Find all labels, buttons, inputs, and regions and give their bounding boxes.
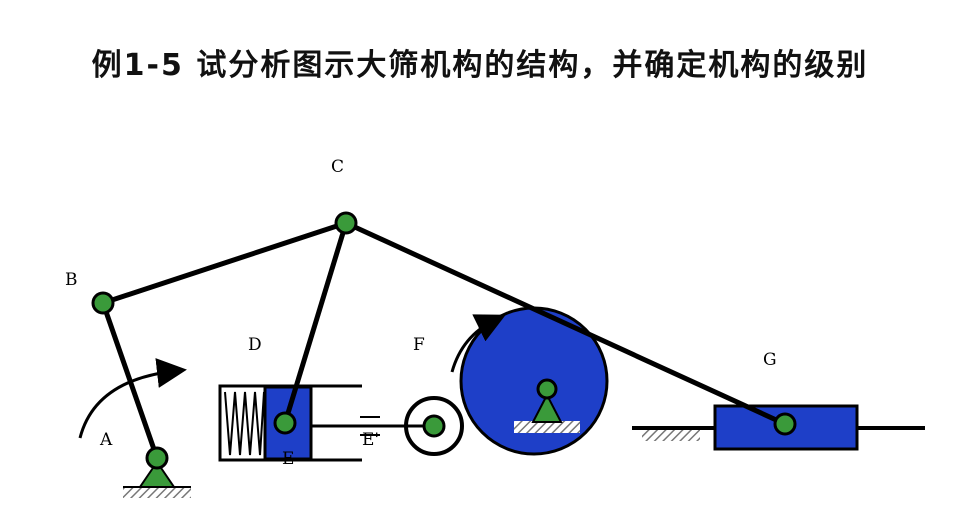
label-c: C [331, 157, 344, 177]
link-cd [282, 222, 349, 424]
joint-c [334, 211, 358, 235]
ground-hatch-cam [514, 421, 580, 433]
rotation-arrow-a-icon [78, 358, 187, 439]
link-bc [102, 220, 347, 306]
joint-a [145, 446, 169, 470]
joint-f [422, 414, 446, 438]
cam-pivot [536, 378, 558, 400]
joint-g [773, 412, 797, 436]
spring [224, 391, 265, 456]
label-g: G [763, 350, 777, 370]
link-cg [344, 220, 787, 427]
rotation-arrow-cam-icon [450, 314, 506, 373]
cam-support-icon [531, 392, 563, 423]
label-e-prime: E' [362, 430, 379, 450]
label-e: E [282, 449, 294, 469]
link-ab [100, 302, 160, 459]
label-d: D [248, 335, 262, 355]
ground-hatch-g [642, 429, 700, 441]
joint-b [91, 291, 115, 315]
joint-d [273, 411, 297, 435]
page-title: 例1-5 试分析图示大筛机构的结构，并确定机构的级别 [91, 48, 869, 83]
label-b: B [65, 270, 78, 290]
label-f: F [413, 335, 425, 355]
ground-hatch-a [123, 487, 191, 498]
label-a: A [99, 430, 113, 450]
support-a-icon [138, 460, 176, 488]
